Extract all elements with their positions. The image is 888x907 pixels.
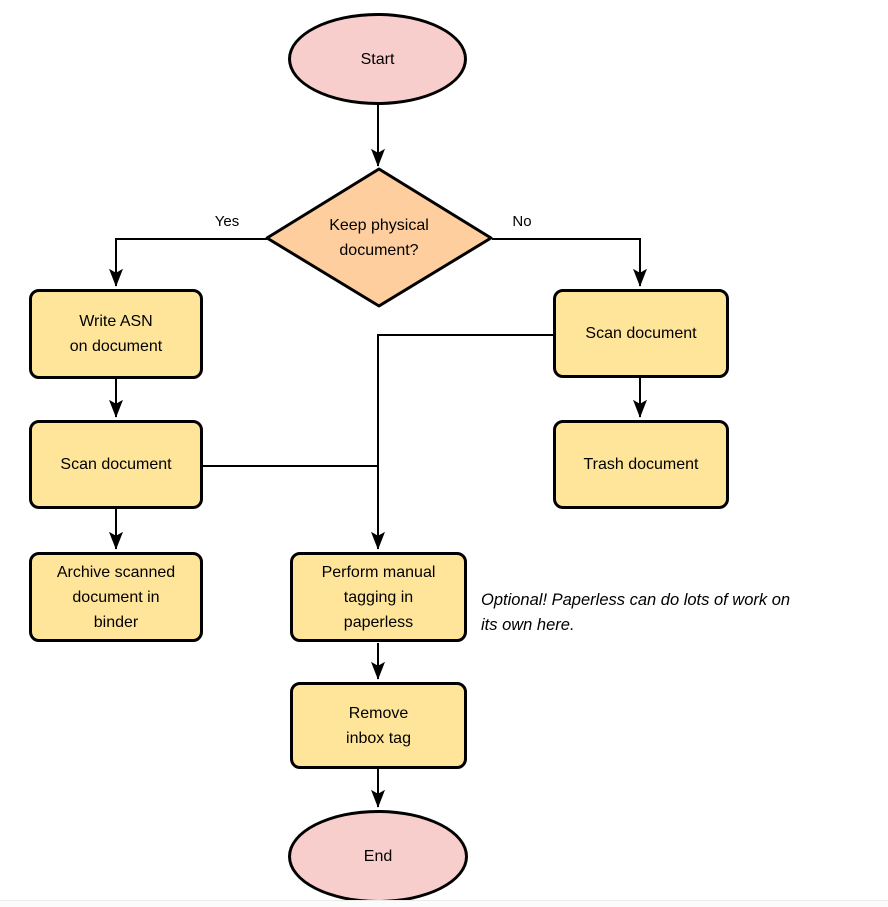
scan-document-left-node: Scan document <box>29 420 203 509</box>
start-node: Start <box>288 13 467 105</box>
scan-document-left-label: Scan document <box>60 456 172 473</box>
end-node-label: End <box>363 848 393 865</box>
remove-inbox-tag-node: Remove inbox tag <box>290 682 467 769</box>
optional-annotation: Optional! Paperless can do lots of work … <box>481 591 791 634</box>
end-node: End <box>288 810 468 903</box>
trash-document-node: Trash document <box>553 420 729 509</box>
edge-label-yes: Yes <box>214 213 240 230</box>
manual-tagging-label: Perform manual tagging in paperless <box>321 563 436 631</box>
edge-decision-to-write-asn <box>109 238 267 287</box>
remove-inbox-tag-label: Remove inbox tag <box>346 704 411 747</box>
trash-document-label: Trash document <box>583 456 699 473</box>
edge-label-no: No <box>512 213 532 230</box>
start-node-label: Start <box>360 50 395 68</box>
decision-diamond-shape <box>265 167 493 308</box>
decision-node-label: Keep physical document? <box>329 217 429 259</box>
edge-decision-to-scan-right <box>492 238 647 287</box>
write-asn-node: Write ASN on document <box>29 289 203 379</box>
edge-scan-right-to-tagging <box>371 334 553 550</box>
archive-document-node: Archive scanned document in binder <box>29 552 203 642</box>
write-asn-node-label: Write ASN on document <box>69 313 163 355</box>
scan-document-right-label: Scan document <box>585 325 697 342</box>
manual-tagging-node: Perform manual tagging in paperless <box>290 552 467 642</box>
scan-document-right-node: Scan document <box>553 289 729 378</box>
page-bottom-divider <box>0 900 888 907</box>
archive-document-label: Archive scanned document in binder <box>56 563 176 631</box>
